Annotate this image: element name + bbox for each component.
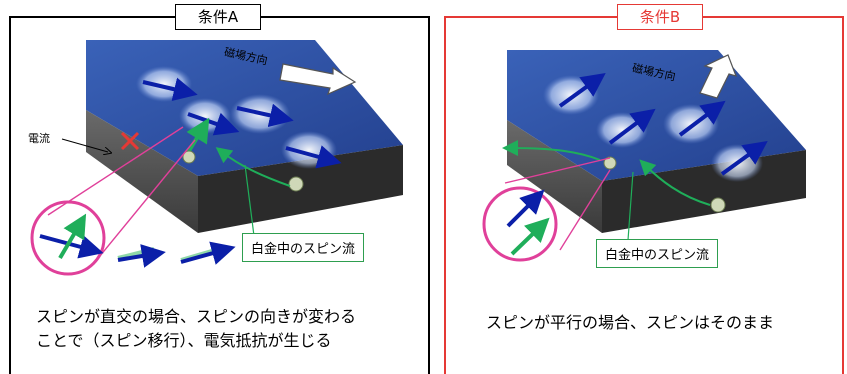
spin-arrow-icon <box>285 145 342 169</box>
spin-current-arrow-icon <box>502 140 601 161</box>
zoom-lines-a <box>30 126 196 276</box>
spin-arrow-icon <box>58 213 87 260</box>
magnetic-field-arrow-icon <box>699 54 737 99</box>
spin-arrow-icon <box>142 77 198 101</box>
spin-arrow-icon <box>720 140 768 176</box>
description-a-line1: スピンが直交の場合、スピンの向きが変わる <box>36 307 357 326</box>
condition-b-title: 条件B <box>617 4 703 30</box>
description-b: スピンが平行の場合、スピンはそのまま <box>486 313 775 332</box>
spin-current-arrow-icon <box>215 147 291 187</box>
description-a-line2: ことで（スピン移行）、電気抵抗が生じる <box>36 331 332 350</box>
spin-current-label-b: 白金中のスピン流 <box>596 239 719 268</box>
condition-a-title: 条件A <box>175 4 261 30</box>
spin-current-arrow-icon <box>639 159 711 206</box>
spin-arrow-icon <box>558 72 606 108</box>
current-label: 電流 <box>28 132 50 145</box>
zoom-lines-b <box>482 157 611 262</box>
spin-arrow-icon <box>510 217 550 256</box>
spin-arrow-icon <box>117 244 166 268</box>
spin-arrows-b <box>558 72 768 176</box>
cross-icon <box>120 131 140 151</box>
spin-arrow-icon <box>180 241 236 265</box>
spin-arrow-icon <box>236 103 294 128</box>
magnetic-field-arrow-icon <box>279 63 357 96</box>
current-arrow-icon <box>61 138 108 152</box>
spin-arrow-icon <box>39 234 104 259</box>
spin-arrow-icon <box>506 189 545 228</box>
spin-current-label-a: 白金中のスピン流 <box>242 233 365 262</box>
spin-arrow-icon <box>678 100 726 137</box>
spin-arrow-icon <box>608 108 656 145</box>
